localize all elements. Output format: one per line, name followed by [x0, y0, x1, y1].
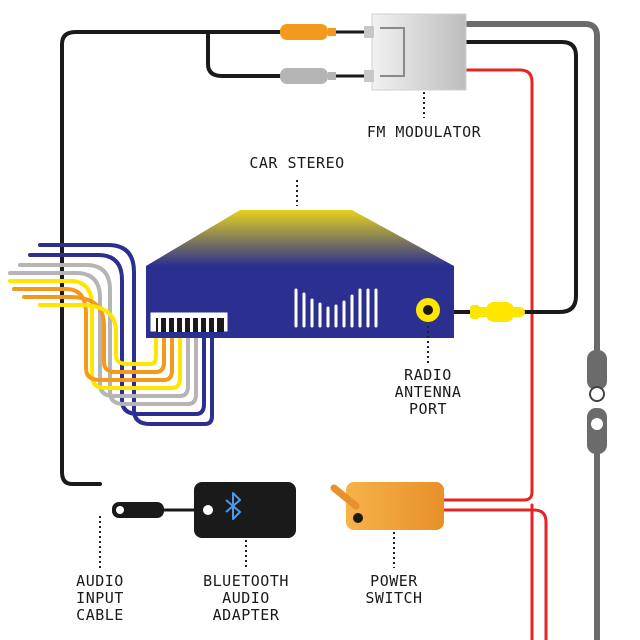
harness-socket	[149, 311, 229, 333]
car-stereo-label: CAR STEREO	[249, 154, 344, 172]
car-stereo	[146, 210, 454, 338]
bluetooth-adapter-label-line3: ADAPTER	[213, 606, 280, 624]
power-switch	[330, 482, 444, 530]
switch-rivet	[353, 513, 363, 523]
radio-antenna-port	[416, 298, 440, 322]
stereo-vents	[294, 288, 378, 328]
leader-lines	[99, 92, 429, 568]
audio-input-cable	[112, 502, 198, 518]
audio-input-cable-label-line2: INPUT	[76, 589, 124, 607]
audio-input-cable-label-line3: CABLE	[76, 606, 124, 624]
bluetooth-icon	[225, 492, 241, 520]
gray-power-cable	[463, 21, 607, 640]
power-switch-label-line1: POWER	[370, 572, 418, 590]
cable-connector-female	[587, 408, 607, 454]
harness-wires	[8, 243, 214, 426]
bluetooth-adapter-label-line1: BLUETOOTH	[203, 572, 289, 590]
radio-antenna-port-label-line1: RADIO	[404, 366, 452, 384]
radio-antenna-port-label-line3: PORT	[409, 400, 447, 418]
stereo-top	[146, 210, 454, 266]
antenna-plug	[486, 302, 514, 322]
antenna-cable	[453, 40, 578, 322]
cable-connector-male	[587, 350, 607, 390]
switch-toggle	[330, 484, 360, 510]
audio-input-cable-label-line1: AUDIO	[76, 572, 124, 590]
bluetooth-adapter-label-line2: AUDIO	[222, 589, 270, 607]
red-power-wires	[442, 68, 548, 640]
bluetooth-adapter	[194, 482, 296, 538]
rca-cables	[60, 24, 374, 486]
aux-plug	[112, 502, 164, 518]
rca-plug-gray	[280, 68, 328, 84]
fm-modulator	[364, 13, 467, 91]
rca-plug-orange	[280, 24, 328, 40]
radio-antenna-port-label-line2: ANTENNA	[395, 383, 462, 401]
power-switch-label-line2: SWITCH	[365, 589, 422, 607]
fm-modulator-label: FM MODULATOR	[367, 123, 482, 141]
